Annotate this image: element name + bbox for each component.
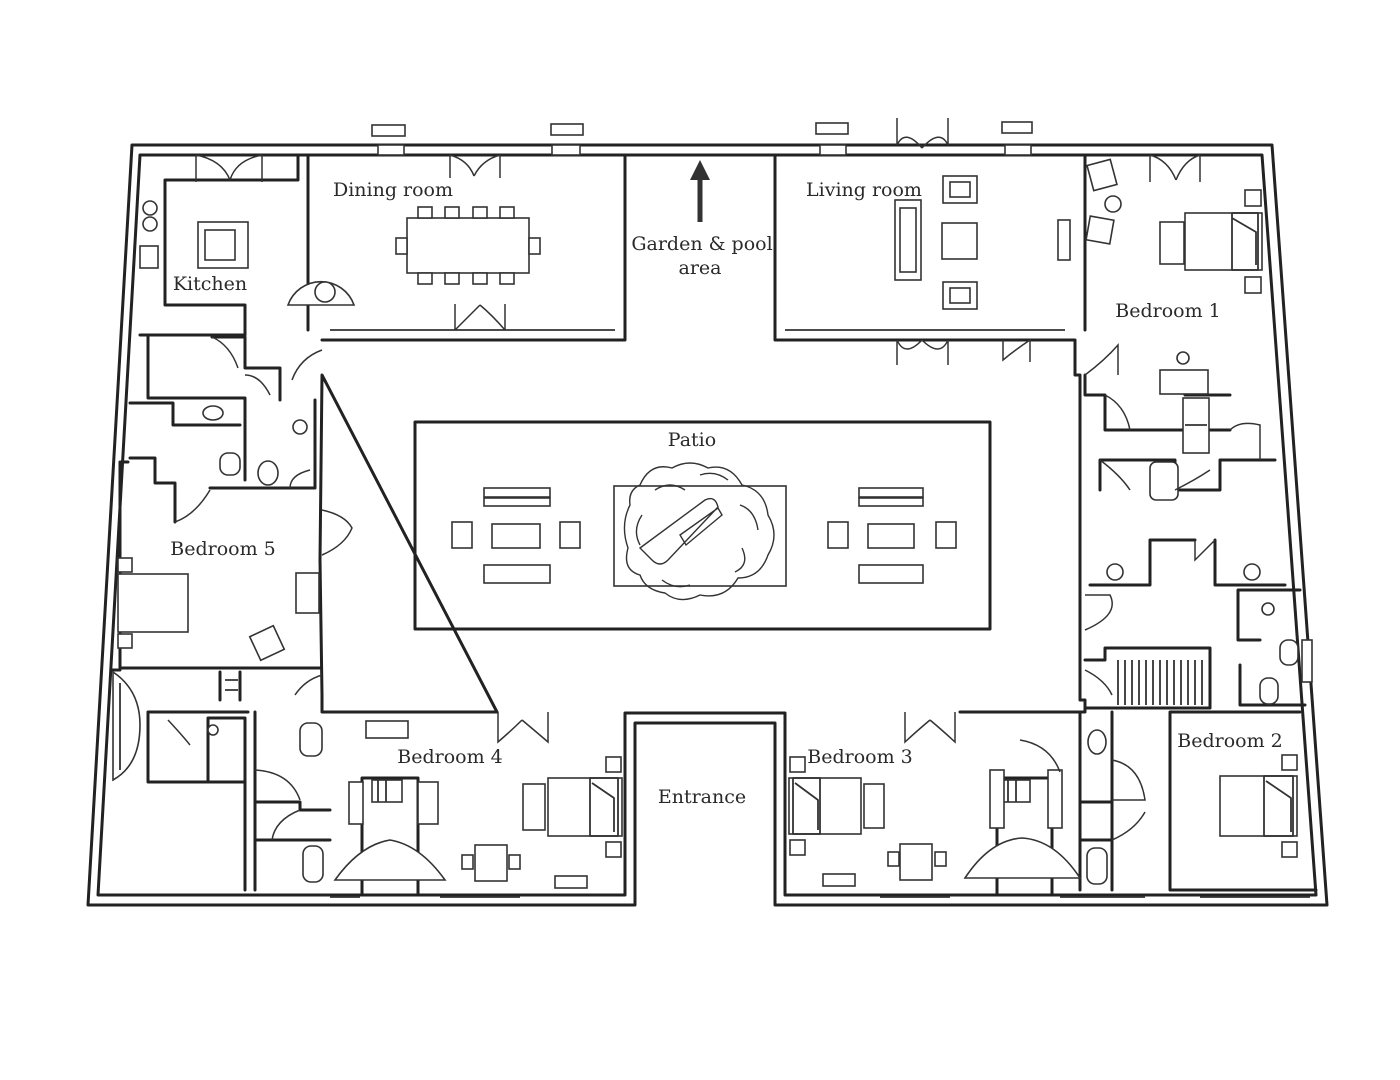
bedroom-3-label: Bedroom 3 — [807, 746, 912, 768]
bed-icon — [788, 777, 862, 835]
garden-label-line2: area — [679, 257, 722, 279]
living-room-label: Living room — [806, 179, 922, 201]
right-bath-stairs — [1083, 588, 1313, 710]
arrow-up-icon — [690, 160, 710, 222]
bed-icon — [1219, 775, 1298, 837]
bedroom-3 — [788, 710, 1146, 898]
lower-left-rooms — [112, 670, 250, 892]
bedroom-5 — [110, 335, 353, 696]
dining-room-label: Dining room — [333, 179, 453, 201]
bed-icon — [1184, 212, 1263, 271]
kitchen-label: Kitchen — [173, 273, 247, 295]
entrance-label: Entrance — [658, 786, 746, 808]
top-windows — [371, 121, 1033, 156]
bedroom-1 — [1083, 153, 1287, 587]
bed-icon — [547, 777, 623, 837]
bedroom-4-label: Bedroom 4 — [397, 746, 502, 768]
outer-walls — [86, 143, 1329, 907]
patio-label: Patio — [668, 429, 716, 451]
bedroom-1-label: Bedroom 1 — [1115, 300, 1220, 322]
bedroom-2-label: Bedroom 2 — [1177, 730, 1282, 752]
bedroom-5-label: Bedroom 5 — [170, 538, 275, 560]
tree-icon — [623, 462, 775, 601]
bedroom-2 — [1168, 710, 1318, 898]
stairs-icon — [1117, 660, 1203, 705]
dining-room — [395, 154, 541, 331]
patio — [413, 420, 992, 631]
garden-label-line1: Garden & pool — [631, 233, 772, 255]
living-room — [894, 118, 1071, 365]
bedroom-4 — [253, 710, 623, 898]
kitchen — [138, 153, 356, 337]
